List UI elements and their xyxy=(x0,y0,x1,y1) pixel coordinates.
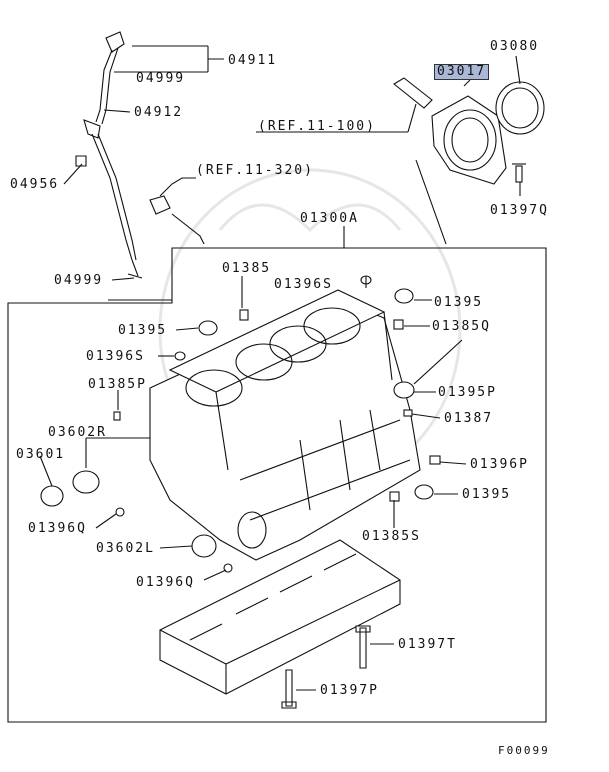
dipstick-assembly xyxy=(75,31,143,279)
label-01396S-top: 01396S xyxy=(274,277,333,292)
bearing-cap-ladder xyxy=(159,539,401,695)
plug-01396P xyxy=(429,455,441,465)
leader-04999b xyxy=(111,277,135,281)
bush-03602L xyxy=(191,534,217,558)
figure-code: F00099 xyxy=(498,744,550,757)
label-01387: 01387 xyxy=(444,411,494,426)
plug-01385P xyxy=(113,411,121,421)
label-03602R: 03602R xyxy=(48,425,107,440)
plug-01385Q xyxy=(393,319,404,330)
leader-03017 xyxy=(463,79,471,87)
label-ref-11-100: (REF.11-100) xyxy=(258,119,376,134)
leader-04911 xyxy=(132,45,224,73)
label-01397T: 01397T xyxy=(398,637,457,652)
plug-01395-top xyxy=(394,288,414,304)
bolt-01397P xyxy=(281,669,297,709)
label-03602L: 03602L xyxy=(96,541,155,556)
label-01397Q: 01397Q xyxy=(490,203,549,218)
label-01396Q-bottom: 01396Q xyxy=(136,575,195,590)
leader-04912 xyxy=(103,109,131,113)
label-04956: 04956 xyxy=(10,177,60,192)
plug-01385S xyxy=(389,491,400,502)
label-01385: 01385 xyxy=(222,261,272,276)
label-04999-bottom: 04999 xyxy=(54,273,104,288)
label-01385Q: 01385Q xyxy=(432,319,491,334)
label-01395-right: 01395 xyxy=(462,487,512,502)
rear-oil-seal-case xyxy=(393,77,545,185)
plug-01395-left xyxy=(198,320,218,336)
label-01396S-left: 01396S xyxy=(86,349,145,364)
label-01385S: 01385S xyxy=(362,529,421,544)
bush-03601 xyxy=(40,485,64,507)
plug-01395-right xyxy=(414,484,434,500)
bolt-01397T xyxy=(355,625,371,669)
part-leaders xyxy=(39,276,467,691)
label-03601: 03601 xyxy=(16,447,66,462)
label-ref-11-320: (REF.11-320) xyxy=(196,163,314,178)
block-assembly-frame xyxy=(7,247,547,723)
label-04912: 04912 xyxy=(134,105,184,120)
plug-01385 xyxy=(239,309,249,321)
plug-01395P xyxy=(393,381,415,399)
plug-01396S-left xyxy=(174,351,186,361)
label-01395-top: 01395 xyxy=(434,295,484,310)
label-01395-left: 01395 xyxy=(118,323,168,338)
label-01300A: 01300A xyxy=(300,211,359,226)
label-01395P: 01395P xyxy=(438,385,497,400)
leader-ref-11-100-arrow xyxy=(407,103,417,133)
label-03017-highlighted[interactable]: 03017 xyxy=(434,64,490,80)
label-01385P: 01385P xyxy=(88,377,147,392)
label-01396Q-left: 01396Q xyxy=(28,521,87,536)
plug-01396Q-left xyxy=(115,507,125,517)
pin-01387 xyxy=(403,409,413,417)
label-01396P: 01396P xyxy=(470,457,529,472)
label-03080: 03080 xyxy=(490,39,540,54)
engine-block xyxy=(149,289,421,561)
sensor-ref-11-320 xyxy=(149,177,205,245)
label-04999-top: 04999 xyxy=(136,71,186,86)
label-01397P: 01397P xyxy=(320,683,379,698)
leader-03080 xyxy=(515,55,521,85)
bush-03602R xyxy=(72,470,100,494)
leader-04956 xyxy=(63,163,83,185)
leader-seal-to-block xyxy=(415,159,447,245)
label-04911: 04911 xyxy=(228,53,278,68)
